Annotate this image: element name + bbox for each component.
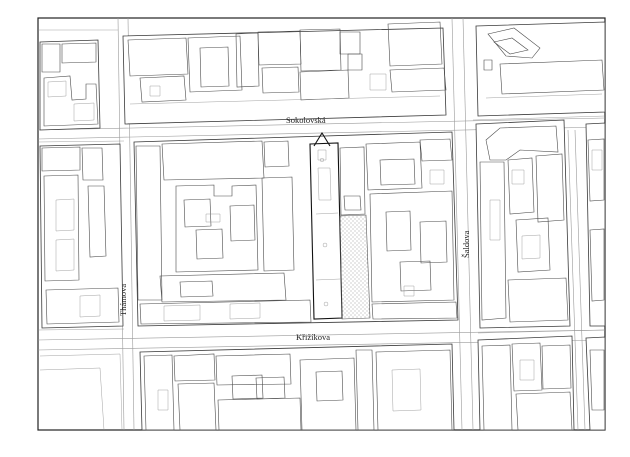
block-central	[133, 131, 459, 327]
block-top-middle	[122, 21, 447, 125]
block-middle-left	[39, 143, 124, 329]
block-far-right	[585, 122, 606, 327]
block-top-left	[39, 39, 101, 131]
street-label-sokolovska: Sokolovská	[286, 115, 326, 125]
street-label-saldova: Šaldova	[461, 230, 471, 258]
hatched-courtyard	[339, 214, 371, 320]
street-label-krizikova: Křižíkova	[296, 332, 330, 342]
block-bottom-right	[477, 335, 606, 431]
block-bottom-left	[39, 353, 123, 431]
block-right-middle	[475, 119, 571, 329]
block-bottom-middle	[139, 343, 455, 431]
block-top-right	[475, 21, 606, 117]
street-label-thamova: Thámova	[118, 284, 128, 316]
